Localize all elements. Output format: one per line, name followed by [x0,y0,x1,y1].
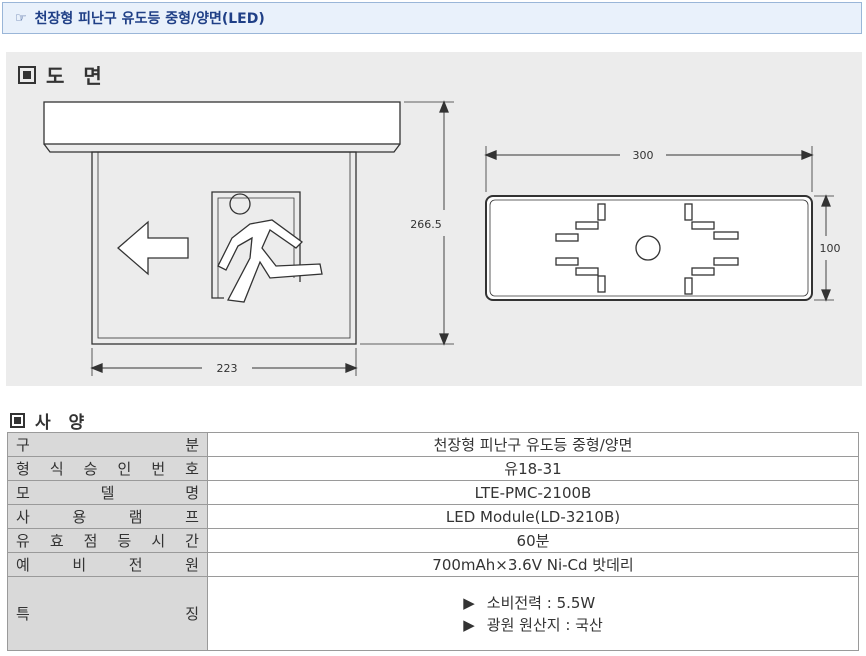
row-label-char: 승 [83,460,98,478]
row-value: LED Module(LD-3210B) [207,504,859,529]
page-title: 천장형 피난구 유도등 중형/양면(LED) [34,11,265,27]
width-dim-label: 223 [217,362,238,375]
square-bullet-icon [18,65,36,84]
row-label-char: 사 [16,508,30,526]
height-dimension [360,100,454,346]
drawing-panel: 도 면 [6,52,862,386]
running-person-icon [217,193,323,303]
plate-height-dim-label: 100 [820,242,841,255]
pointing-hand-icon: ☞ [15,10,27,26]
row-label-char: 인 [117,460,132,478]
exit-door-icon [211,191,301,299]
row-label-char: 번 [151,460,166,478]
row-value: 700mAh×3.6V Ni-Cd 밧데리 [207,552,859,577]
top-view [484,146,834,302]
feature-item: ▶ 소비전력 : 5.5W [463,592,603,614]
row-label-char: 호 [185,460,199,478]
table-row: 유 효 점 등 시 간 60분 [7,528,859,553]
row-label-char: 전 [128,556,143,574]
row-label-char: 비 [72,556,87,574]
drawing-heading-text: 도 면 [46,64,108,88]
plate-width-dimension [484,146,814,192]
row-label-char: 원 [185,556,199,574]
mounting-slots [555,203,739,295]
exit-arrow-icon [117,220,189,276]
row-label-char: 특 [16,605,30,623]
dimension-labels: 266.5 223 300 100 [217,149,841,375]
row-label-char: 용 [72,508,87,526]
row-label-char: 명 [185,484,199,502]
row-value: LTE-PMC-2100B [207,480,859,505]
row-value: 유18-31 [207,456,859,481]
row-label-char: 예 [16,556,30,574]
row-label-char: 시 [151,532,166,550]
row-value: 60분 [207,528,859,553]
sign-plate-inner [97,151,351,339]
row-label-char: 프 [185,508,199,526]
row-value: ▶ 소비전력 : 5.5W ▶ 광원 원산지 : 국산 [207,576,859,651]
table-row: 형 식 승 인 번 호 유18-31 [7,456,859,481]
mounting-plate [485,195,813,301]
plate-height-dimension [814,194,834,302]
plate-width-dim-label: 300 [633,149,654,162]
front-view [43,100,454,376]
row-value: 천장형 피난구 유도등 중형/양면 [207,432,859,457]
row-label-char: 점 [83,532,98,550]
row-label-char: 유 [16,532,30,550]
table-row: 예 비 전 원 700mAh×3.6V Ni-Cd 밧데리 [7,552,859,577]
table-row: 사 용 램 프 LED Module(LD-3210B) [7,504,859,529]
housing-bevel [43,143,401,153]
feature-text: 소비전력 : 5.5W [486,593,596,612]
row-label-char: 구 [16,436,30,454]
row-label-char: 효 [49,532,64,550]
ceiling-housing [43,101,401,145]
table-row: 모 델 명 LTE-PMC-2100B [7,480,859,505]
height-dim-label: 266.5 [410,218,442,231]
row-label-char: 징 [185,605,199,623]
title-bar: ☞ 천장형 피난구 유도등 중형/양면(LED) [2,2,862,34]
triangle-bullet-icon: ▶ [463,615,475,634]
row-label-char: 델 [100,484,115,502]
spec-heading-text: 사 양 [35,413,91,433]
row-label-char: 형 [16,460,30,478]
row-label-char: 모 [16,484,30,502]
feature-item: ▶ 광원 원산지 : 국산 [463,614,603,636]
square-bullet-icon [10,413,25,428]
center-hole [635,235,661,261]
row-label-char: 간 [185,532,199,550]
feature-list: ▶ 소비전력 : 5.5W ▶ 광원 원산지 : 국산 [463,592,603,636]
row-label-char: 등 [117,532,132,550]
row-label-char: 분 [185,436,199,454]
width-dimension [90,348,358,376]
row-label-char: 램 [128,508,143,526]
feature-text: 광원 원산지 : 국산 [486,615,603,634]
row-label-char: 식 [49,460,64,478]
triangle-bullet-icon: ▶ [463,593,475,612]
drawing-heading: 도 면 [18,60,108,89]
technical-drawing: 266.5 223 300 100 [43,100,841,376]
spec-heading: 사 양 [10,408,90,433]
